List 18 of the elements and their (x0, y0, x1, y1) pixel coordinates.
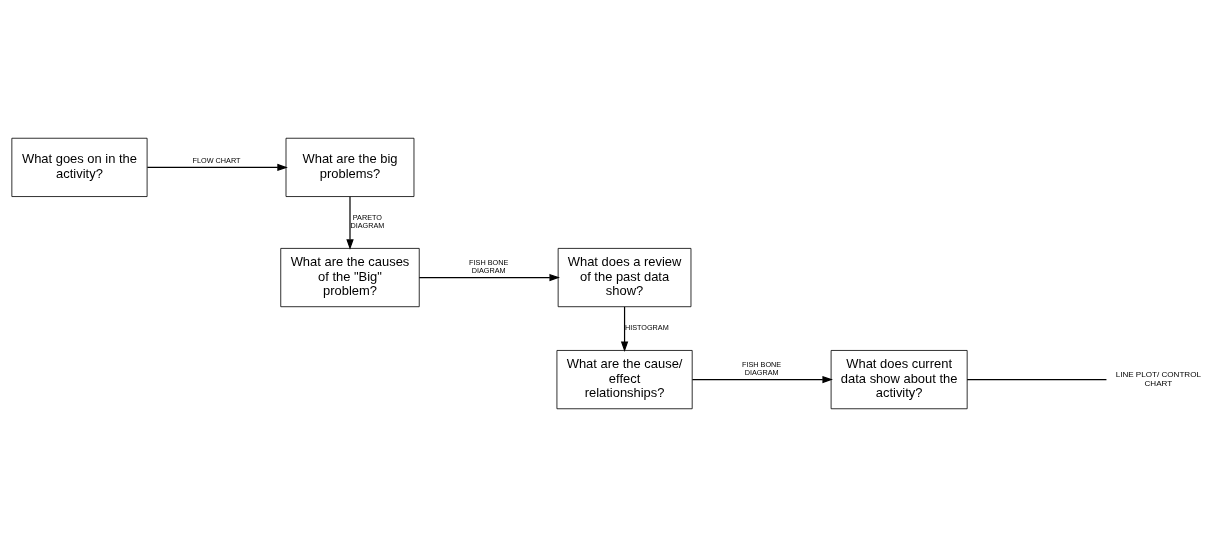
arrow (346, 195, 354, 250)
arrow (691, 375, 833, 383)
node-box: What are the causes of the "Big" problem? (280, 247, 420, 307)
edge-label: FISH BONE DIAGRAM (742, 359, 782, 377)
edge-label: FISH BONE DIAGRAM (469, 257, 509, 275)
node-box: What does a review of the past data show? (557, 247, 692, 307)
node-box: What does current data show about the activity? (830, 349, 968, 409)
edge-label: PARETO DIAGRAM (350, 212, 385, 230)
node-box: What goes on in the activity? (11, 137, 148, 197)
arrow (146, 163, 288, 171)
edge-label: HISTOGRAM (624, 322, 669, 332)
node-box: What are the big problems? (285, 137, 415, 197)
node-box: What are the cause/ effect relationships? (556, 349, 693, 409)
arrow (418, 273, 560, 281)
edge-label: FLOW CHART (192, 155, 241, 165)
node-text: LINE PLOT/ CONTROL CHART (1115, 369, 1201, 388)
arrow (620, 305, 629, 352)
connector (966, 378, 1108, 380)
